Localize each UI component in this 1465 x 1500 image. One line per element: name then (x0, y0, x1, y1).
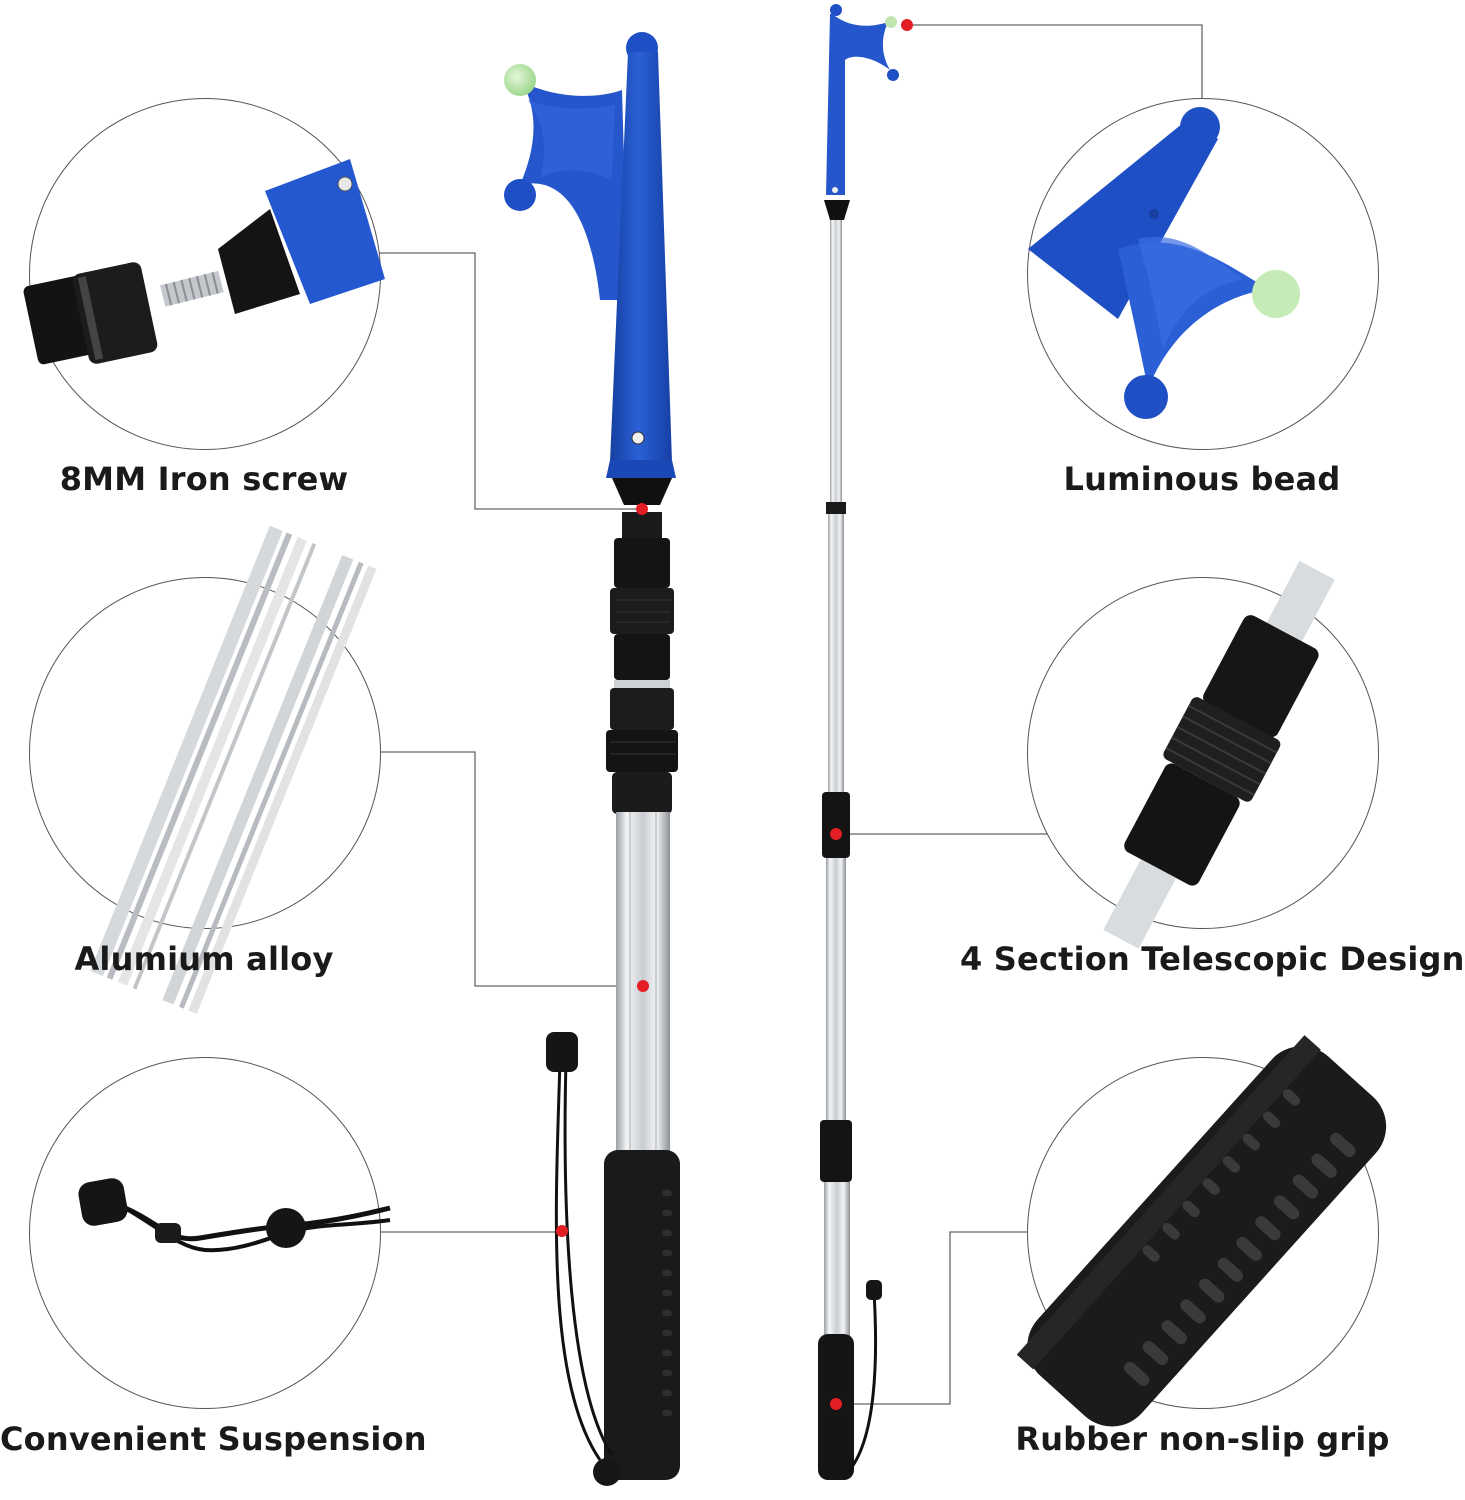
left-hook-head (504, 32, 676, 505)
lanyard-bead-bottom (593, 1458, 621, 1486)
right-joint-2 (822, 792, 850, 858)
right-markers (830, 19, 913, 1410)
telescopic-caption: 4 Section Telescopic Design (960, 940, 1465, 978)
left-locking-joints (606, 512, 678, 814)
alloy-closeup-circle (29, 525, 381, 1014)
suspension-closeup-circle (29, 1057, 391, 1409)
right-tube-section-2 (828, 514, 844, 796)
grip-closeup-circle (1016, 1035, 1387, 1427)
leader-line-grip (836, 1231, 1030, 1405)
lanyard-toggle-top (546, 1032, 578, 1072)
grip-caption: Rubber non-slip grip (1015, 1420, 1390, 1458)
boat-hook-head-closeup-icon (1028, 107, 1300, 419)
leader-line-screw (378, 252, 640, 510)
rubber-grip-closeup-icon (1016, 1035, 1387, 1427)
screw-caption: 8MM Iron screw (59, 460, 349, 498)
right-lanyard-toggle (866, 1280, 882, 1300)
screw-closeup-circle (23, 98, 385, 450)
right-hook-head (824, 4, 899, 220)
lanyard-closeup-icon (78, 1178, 391, 1253)
twist-lock-closeup-icon (1103, 560, 1335, 949)
left-markers (556, 503, 649, 1237)
threaded-screw-closeup-icon (23, 159, 385, 365)
right-joint-1 (826, 502, 846, 514)
right-joint-3 (820, 1120, 852, 1182)
bead-closeup-circle (1027, 98, 1379, 450)
aluminium-tube-closeup-icon (90, 525, 377, 1014)
right-tube-section-4 (824, 1182, 850, 1337)
telescopic-closeup-circle (1027, 560, 1379, 949)
leader-line-alloy (378, 751, 640, 987)
left-lanyard (554, 1059, 614, 1461)
right-tube-section-1 (830, 220, 842, 505)
right-lanyard (846, 1291, 878, 1473)
right-tube-section-3 (826, 858, 846, 1123)
left-rubber-grip (604, 1150, 680, 1480)
suspension-caption: Convenient Suspension (0, 1420, 427, 1458)
bead-caption: Luminous bead (1063, 460, 1341, 498)
leader-line-bead (907, 24, 1203, 98)
alloy-caption: Alumium alloy (74, 940, 334, 978)
